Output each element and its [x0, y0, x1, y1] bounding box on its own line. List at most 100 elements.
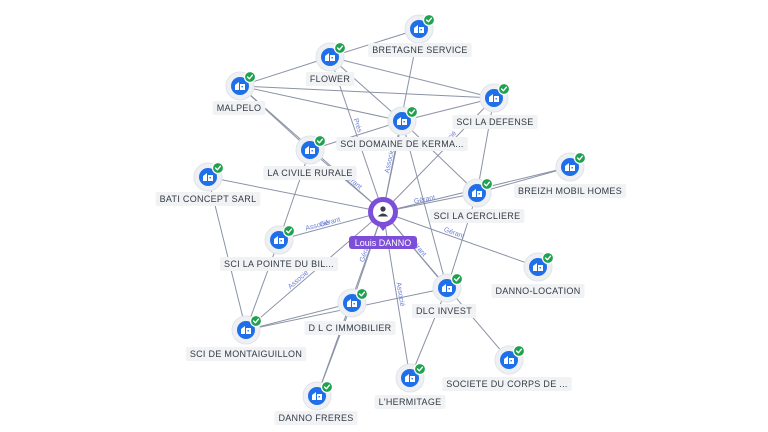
company-node-hermitage[interactable]: L'HERMITAGE — [374, 362, 446, 410]
company-label-background — [452, 115, 538, 129]
company-building-icon — [414, 25, 424, 33]
company-building-icon — [274, 236, 284, 244]
company-building-icon — [504, 356, 514, 364]
company-label: MALPELO — [217, 103, 262, 113]
company-node-civile[interactable]: LA CIVILE RURALE — [263, 134, 357, 181]
company-building-icon — [235, 82, 245, 90]
company-label-background — [491, 284, 585, 298]
edge-defense-cercliere — [476, 97, 495, 194]
company-building-icon — [565, 163, 575, 171]
company-building-icon — [533, 263, 543, 271]
company-node-location[interactable]: DANNO-LOCATION — [491, 251, 585, 299]
company-label-background — [374, 395, 446, 409]
edge-civile-kerma — [309, 120, 403, 151]
company-node-corps[interactable]: SOCIETE DU CORPS DE ... — [442, 344, 572, 392]
company-label: SCI DOMAINE DE KERMA... — [340, 139, 463, 149]
person-node-louis-danno[interactable]: Louis DANNO — [349, 197, 417, 249]
company-label: FLOWER — [310, 74, 351, 84]
company-label-background — [442, 377, 572, 391]
company-label-background — [513, 184, 627, 198]
company-label: DANNO-LOCATION — [495, 286, 580, 296]
edge-flower-defense — [329, 56, 495, 99]
edge-breizh-cercliere — [476, 166, 571, 194]
company-building-icon — [305, 146, 315, 154]
company-label-background — [304, 321, 396, 335]
verified-check-icon — [413, 362, 427, 376]
company-node-montaiguillon[interactable]: SCI DE MONTAIGUILLON — [185, 314, 307, 362]
company-label-background — [368, 43, 472, 57]
company-label-background — [274, 411, 358, 425]
company-node-pointe[interactable]: SCI LA POINTE DU BIL... — [220, 224, 338, 272]
company-node-bretagne[interactable]: BRETAGNE SERVICE — [368, 13, 472, 58]
company-building-icon — [325, 53, 335, 61]
verified-check-icon — [405, 105, 419, 119]
company-node-dlcimmo[interactable]: D L C IMMOBILIER — [304, 287, 396, 336]
edge-dlcinvest-cercliere — [446, 192, 478, 289]
company-label-background — [220, 257, 338, 271]
company-node-dlcinvest[interactable]: DLC INVEST — [411, 272, 477, 319]
company-building-icon — [489, 94, 499, 102]
edge-role-label: Associé — [384, 148, 396, 174]
company-building-icon — [203, 173, 213, 181]
verified-check-icon — [282, 224, 296, 238]
edge-louis-danno-civile — [309, 149, 384, 213]
company-label: SCI LA POINTE DU BIL... — [224, 259, 334, 269]
company-building-icon — [241, 326, 251, 334]
company-label: BATI CONCEPT SARL — [160, 194, 257, 204]
edge-louis-danno-bati — [207, 176, 384, 213]
company-label-background — [212, 101, 266, 115]
company-label: SCI DE MONTAIGUILLON — [190, 349, 302, 359]
company-label: DLC INVEST — [416, 306, 472, 316]
company-label: SCI LA CERCLIERE — [434, 211, 521, 221]
company-label-background — [429, 209, 525, 223]
company-label-background — [336, 137, 468, 151]
company-building-icon — [405, 374, 415, 382]
company-label: SOCIETE DU CORPS DE ... — [446, 379, 567, 389]
person-icon — [377, 206, 389, 217]
edge-louis-danno-location — [382, 211, 539, 268]
company-node-breizh[interactable]: BREIZH MOBIL HOMES — [513, 151, 627, 199]
company-node-freres[interactable]: DANNO FRERES — [274, 380, 358, 426]
company-building-icon — [312, 392, 322, 400]
edge-malpelo-kerma — [239, 85, 403, 122]
edge-louis-danno-kerma — [382, 120, 403, 213]
verified-check-icon — [480, 177, 494, 191]
company-label: L'HERMITAGE — [379, 397, 442, 407]
edge-kerma-cercliere — [401, 120, 478, 194]
edge-kerma-defense — [401, 97, 495, 122]
company-node-flower[interactable]: FLOWER — [305, 41, 355, 87]
verified-check-icon — [355, 287, 369, 301]
company-building-icon — [442, 284, 452, 292]
edge-role-label: Associé — [395, 282, 406, 307]
edge-malpelo-flower — [239, 56, 331, 87]
edge-malpelo-civile — [239, 85, 311, 151]
verified-check-icon — [333, 41, 347, 55]
company-building-icon — [397, 117, 407, 125]
edge-louis-danno-pointe — [278, 211, 384, 241]
edge-role-label: Gérant — [413, 194, 435, 205]
edge-flower-kerma — [329, 56, 403, 122]
verified-check-icon — [573, 151, 587, 165]
company-label-background — [411, 304, 477, 318]
company-node-defense[interactable]: SCI LA DEFENSE — [452, 82, 538, 130]
company-node-kerma[interactable]: SCI DOMAINE DE KERMA... — [336, 105, 468, 152]
edge-role-label: Associé — [287, 269, 310, 290]
company-label: SCI LA DEFENSE — [456, 117, 533, 127]
company-label: DANNO FRERES — [278, 413, 353, 423]
nodes-layer: BRETAGNE SERVICE FLOWER MALPELO SCI LA DEFE… — [155, 13, 627, 426]
company-label: D L C IMMOBILIER — [309, 323, 392, 333]
company-node-bati[interactable]: BATI CONCEPT SARL — [155, 161, 261, 207]
edge-dlcinvest-hermitage — [409, 287, 448, 379]
edge-dlcimmo-freres — [316, 302, 353, 397]
company-node-cercliere[interactable]: SCI LA CERCLIERE — [429, 177, 525, 224]
edge-pointe-montaiguillon — [245, 239, 280, 331]
verified-check-icon — [243, 70, 257, 84]
company-node-malpelo[interactable]: MALPELO — [212, 70, 266, 116]
company-label-background — [185, 347, 307, 361]
edge-role-label: Prés — [352, 118, 363, 134]
edge-role-label: Gérant — [443, 227, 466, 241]
company-label: BREIZH MOBIL HOMES — [518, 186, 622, 196]
verified-check-icon — [211, 161, 225, 175]
verified-check-icon — [422, 13, 436, 27]
